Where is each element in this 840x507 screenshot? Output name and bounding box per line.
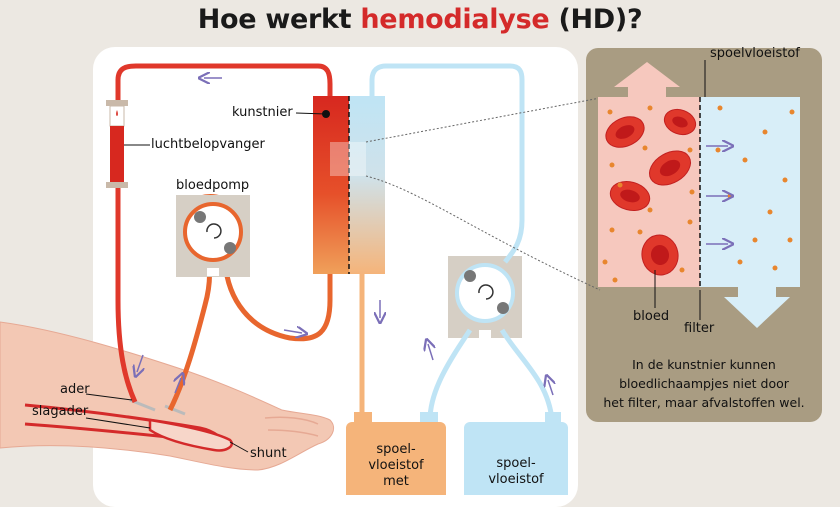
needle-slagader [164, 404, 186, 416]
hemodialysis-diagram [0, 60, 800, 495]
title-highlight: hemodialyse [360, 4, 550, 35]
page-title: Hoe werkt hemodialyse (HD)? [197, 4, 643, 35]
luchtbelopvanger-device [106, 100, 128, 188]
flow-arrows [137, 78, 553, 396]
label-shunt: shunt [250, 446, 287, 461]
dialysate-pump-out-tube [427, 328, 473, 421]
kunstnier-device [313, 96, 385, 274]
blood-return-tube [115, 63, 333, 404]
fresh-fluid-container [420, 412, 568, 495]
label-filter: filter [684, 321, 715, 336]
zoom-caption: In de kunstnier kunnen bloedlichaampjes … [603, 357, 805, 410]
shunt-loop [148, 418, 233, 452]
dialysate-pump-device [448, 256, 522, 338]
zoom-detail [598, 60, 800, 328]
label-bloed: bloed [633, 309, 670, 324]
label-used-fluid: spoel- vloeistof met [368, 442, 424, 489]
label-spoelvloeistof-zoom: spoelvloeistof [710, 46, 800, 61]
label-ader: ader [60, 382, 90, 397]
used-fluid-container [346, 412, 446, 495]
label-bloedpomp: bloedpomp [176, 178, 250, 193]
pump-to-kidney-tube [222, 261, 333, 342]
dialysate-pump-in-tube [499, 328, 555, 421]
label-kunstnier: kunstnier [232, 105, 293, 120]
arm [0, 321, 334, 471]
label-luchtbelopvanger: luchtbelopvanger [151, 137, 265, 152]
label-slagader: slagader [32, 404, 89, 419]
blood-pump-device [176, 195, 250, 277]
dialysate-in-tube [369, 63, 525, 264]
label-fresh-fluid: spoel- vloeistof [488, 456, 544, 487]
